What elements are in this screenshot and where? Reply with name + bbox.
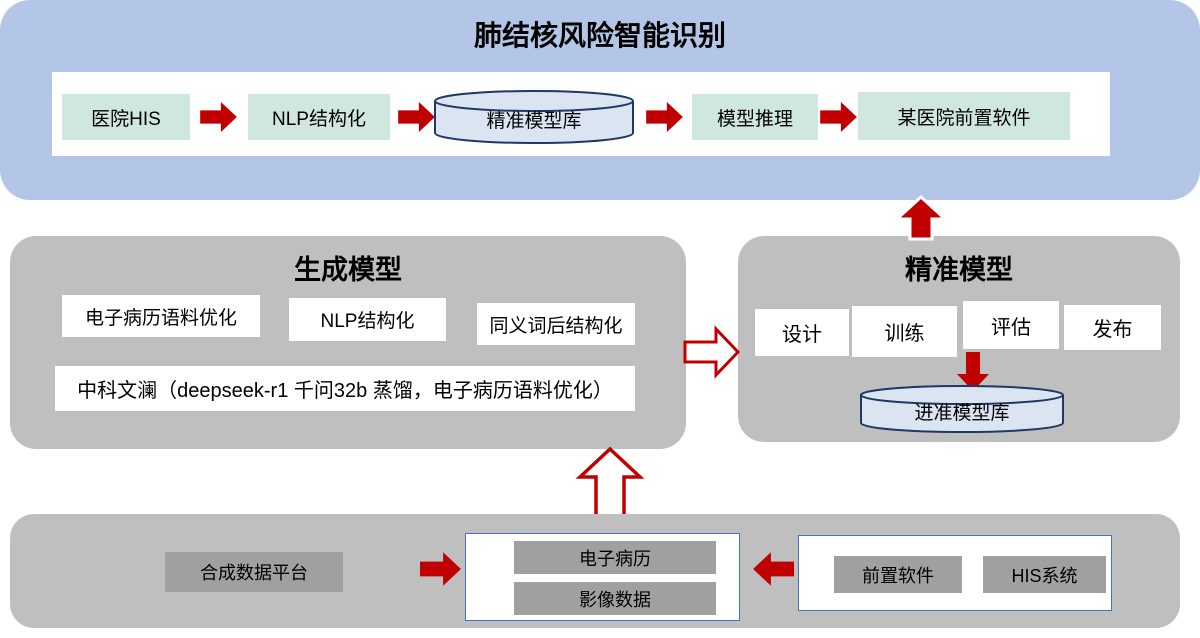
- generation-item: 电子病历语料优化: [62, 295, 260, 337]
- step-evaluate: 评估: [963, 301, 1059, 349]
- arrow-up-hollow-icon: [575, 446, 645, 520]
- arrow-right-hollow-icon: [683, 325, 741, 379]
- node-nlp-structuring: NLP结构化: [248, 94, 390, 140]
- step-release: 发布: [1064, 305, 1161, 350]
- data-source-panel: 合成数据平台 电子病历 影像数据 前置软件 HIS系统: [10, 514, 1180, 628]
- arrow-up-red-icon: [893, 194, 949, 241]
- emr-frame: 电子病历 影像数据: [465, 533, 740, 621]
- arrow-right-icon: [820, 101, 858, 133]
- arrow-right-icon: [198, 101, 240, 133]
- top-panel: 肺结核风险智能识别 医院HIS NLP结构化 精准模型库 模型推理: [0, 0, 1200, 200]
- cylinder-label: 进准模型库: [914, 403, 1010, 424]
- arrow-right-icon: [420, 551, 462, 587]
- imaging-box: 影像数据: [514, 582, 716, 615]
- step-train: 训练: [852, 306, 957, 357]
- precision-model-db-cylinder: 精准模型库: [432, 89, 636, 145]
- frontend-box: 前置软件: [834, 556, 962, 593]
- arrow-right-icon: [396, 101, 438, 133]
- top-panel-title: 肺结核风险智能识别: [473, 20, 726, 51]
- precision-model-db-cylinder-2: 进准模型库: [858, 384, 1066, 434]
- synthetic-data-platform-box: 合成数据平台: [165, 552, 343, 592]
- generation-model-title: 生成模型: [294, 255, 402, 285]
- node-model-inference: 模型推理: [692, 94, 818, 140]
- cylinder-label: 精准模型库: [486, 111, 582, 132]
- node-hospital-frontend: 某医院前置软件: [858, 92, 1070, 140]
- generation-model-panel: 生成模型 电子病历语料优化 NLP结构化 同义词后结构化 中科文澜（deepse…: [10, 236, 686, 449]
- his-system-box: HIS系统: [983, 556, 1106, 593]
- generation-wide-item: 中科文澜（deepseek-r1 千问32b 蒸馏，电子病历语料优化）: [55, 366, 635, 411]
- generation-item: NLP结构化: [289, 298, 446, 341]
- frontend-frame: 前置软件 HIS系统: [798, 535, 1112, 611]
- step-design: 设计: [755, 309, 849, 356]
- emr-box: 电子病历: [514, 541, 716, 574]
- precision-model-panel: 精准模型 设计 训练 评估 发布 进准模型库: [738, 236, 1180, 442]
- precision-model-title: 精准模型: [905, 255, 1013, 285]
- generation-item: 同义词后结构化: [477, 303, 635, 345]
- arrow-right-icon: [644, 101, 686, 133]
- arrow-left-icon: [752, 551, 794, 587]
- node-hospital-his: 医院HIS: [62, 94, 190, 140]
- arrow-down-icon: [955, 352, 991, 392]
